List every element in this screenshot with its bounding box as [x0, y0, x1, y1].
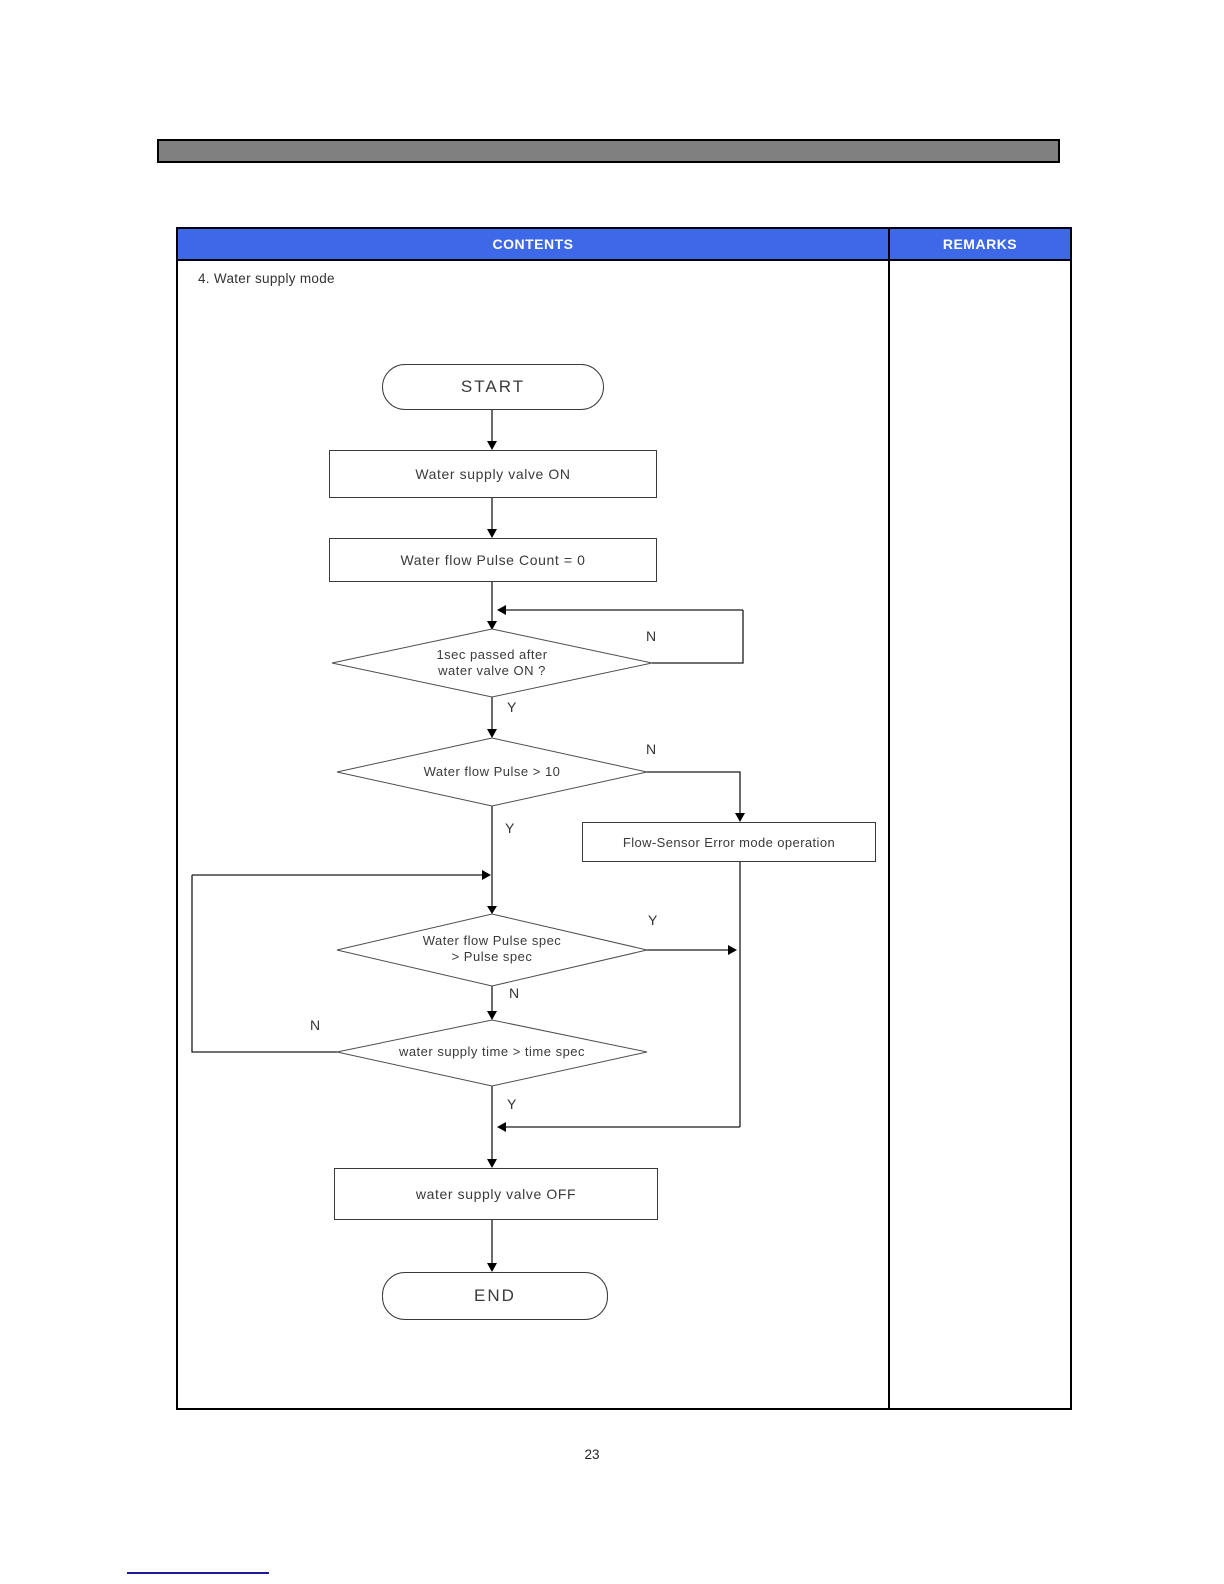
decision-time-spec-text: water supply time > time spec	[398, 1044, 586, 1059]
end-node: END	[382, 1272, 608, 1320]
start-node: START	[382, 364, 604, 410]
decision-1sec-line2: water valve ON ?	[438, 663, 546, 678]
page-number: 23	[584, 1447, 600, 1462]
branch-label-yes-pulse10: Y	[505, 820, 515, 836]
pulse-count-node: Water flow Pulse Count = 0	[329, 538, 657, 582]
decision-pulse-spec-line2: > Pulse spec	[451, 949, 533, 964]
branch-label-no-time-spec: N	[310, 1017, 321, 1033]
branch-label-yes-1sec: Y	[507, 699, 517, 715]
decision-1sec-text: 1sec passed after water valve ON ?	[372, 645, 612, 681]
remarks-header-cell: REMARKS	[890, 229, 1070, 261]
branch-label-no-pulse-spec: N	[509, 985, 520, 1001]
contents-remarks-table: CONTENTS REMARKS 4. Water supply mode	[176, 227, 1072, 1410]
branch-label-yes-time-spec: Y	[507, 1096, 517, 1112]
decision-pulse-spec-text: Water flow Pulse spec > Pulse spec	[372, 931, 612, 967]
valve-on-node: Water supply valve ON	[329, 450, 657, 498]
valve-off-node: water supply valve OFF	[334, 1168, 658, 1220]
branch-label-no-pulse10: N	[646, 741, 657, 757]
branch-label-yes-pulse-spec: Y	[648, 912, 658, 928]
contents-header-cell: CONTENTS	[178, 229, 890, 261]
decision-1sec-line1: 1sec passed after	[436, 647, 548, 662]
decision-pulse10-text: Water flow Pulse > 10	[423, 764, 561, 779]
section-title-bar	[157, 139, 1060, 163]
column-divider	[888, 261, 890, 1408]
footer-link-underline	[127, 1572, 269, 1574]
decision-pulse-spec-line1: Water flow Pulse spec	[422, 933, 562, 948]
flow-sensor-error-node: Flow-Sensor Error mode operation	[582, 822, 876, 862]
section-title: 4. Water supply mode	[198, 271, 335, 286]
branch-label-no-1sec: N	[646, 628, 657, 644]
